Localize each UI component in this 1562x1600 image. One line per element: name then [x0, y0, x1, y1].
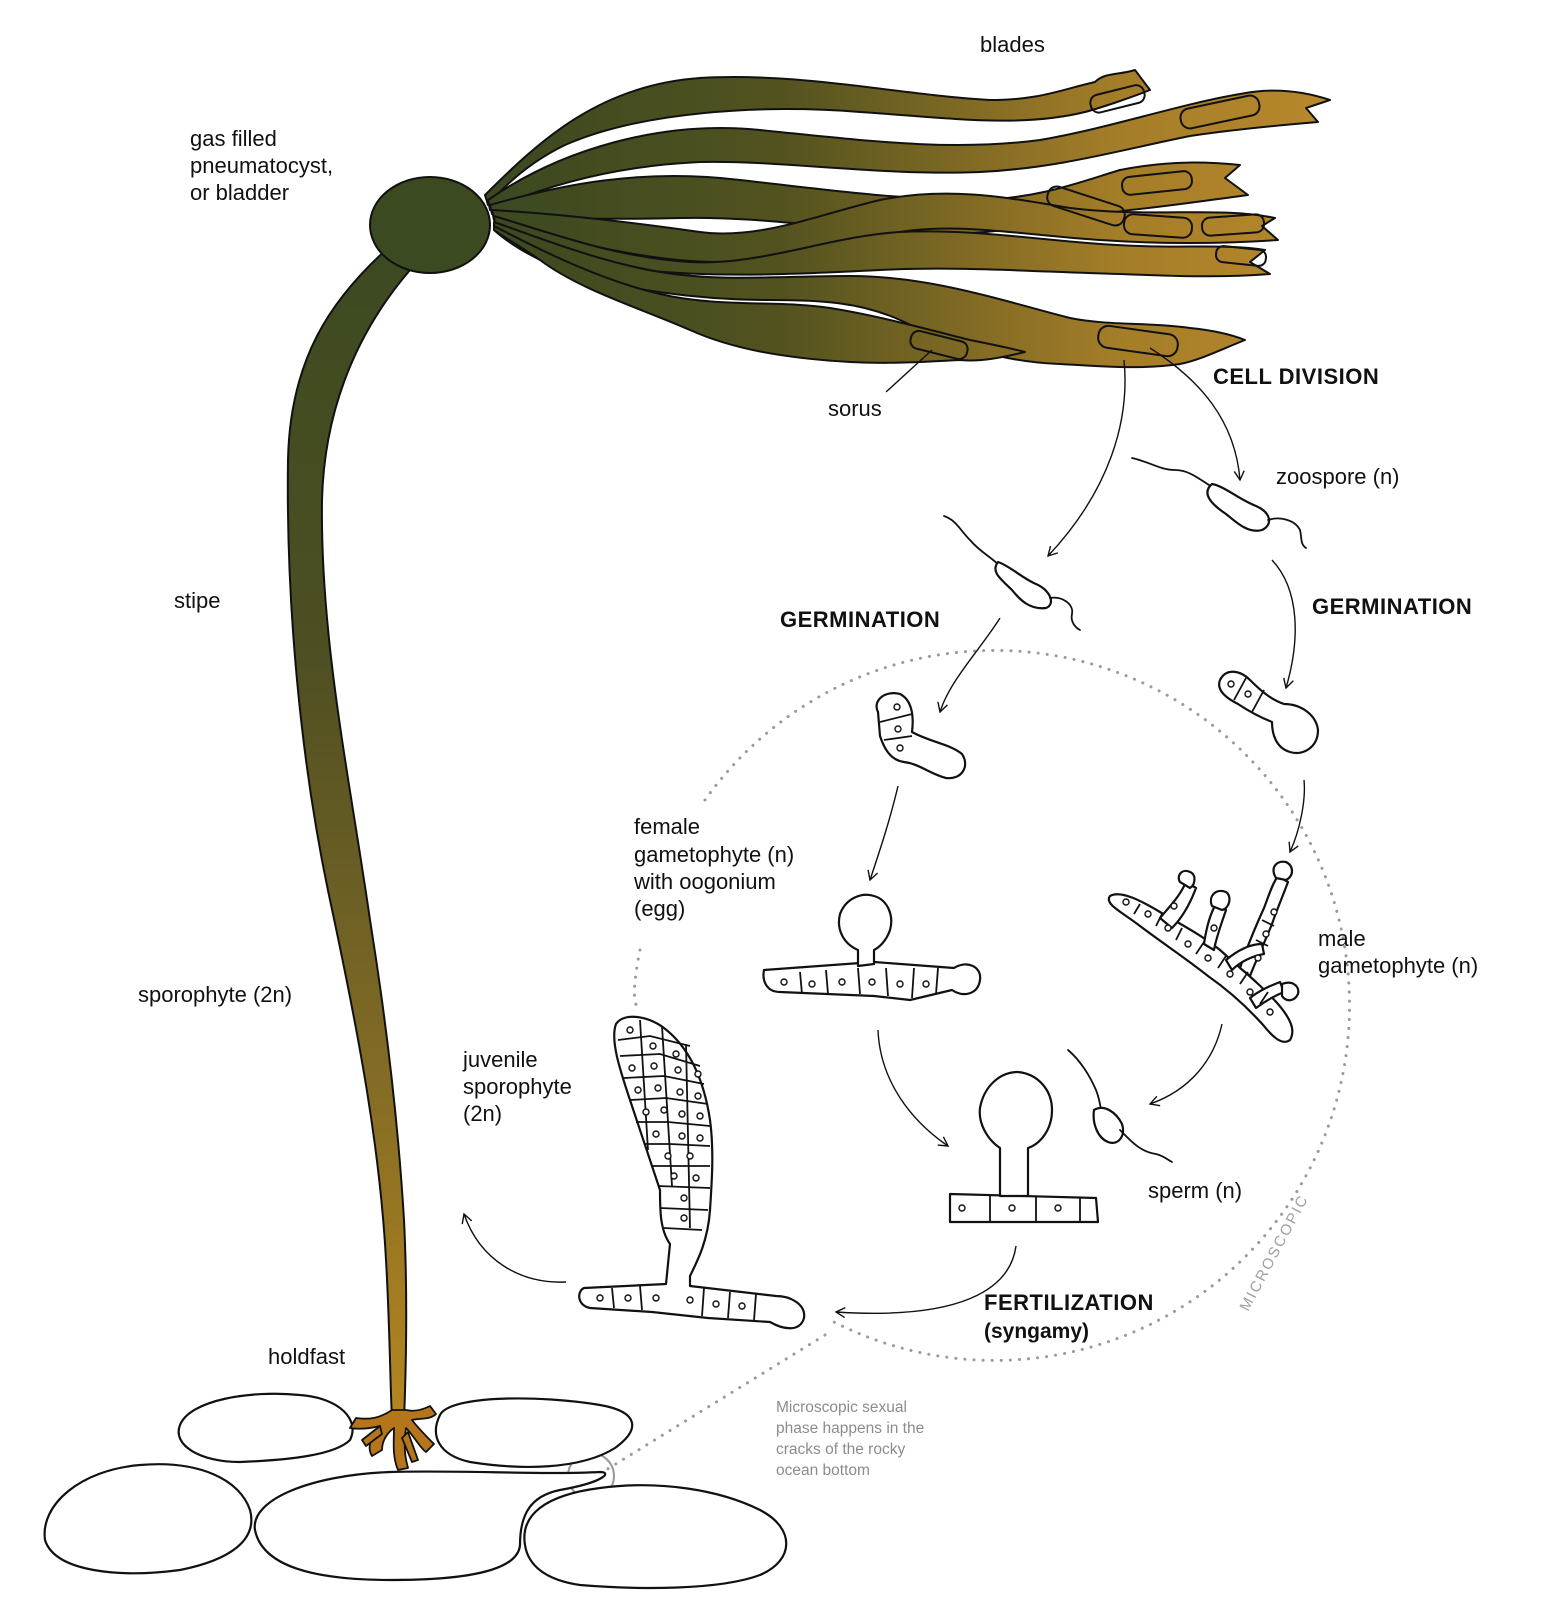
sorus-patch	[1089, 84, 1146, 114]
label-female-gametophyte: female gametophyte (n) with oogonium (eg…	[633, 814, 800, 921]
stipe-shape	[286, 246, 412, 1421]
germinated-spore-left	[875, 692, 967, 780]
label-sorus: sorus	[828, 396, 882, 421]
sorus-patch	[1179, 94, 1261, 130]
germinated-spore-right	[1218, 670, 1320, 755]
sori	[909, 84, 1268, 361]
label-zoospore: zoospore (n)	[1276, 464, 1400, 489]
blade	[493, 215, 1271, 278]
blade	[493, 221, 1246, 369]
rock	[253, 1470, 607, 1582]
rock	[177, 1392, 354, 1464]
microscopic-label: MICROSCOPIC	[1237, 1192, 1313, 1314]
sperm-cell	[1067, 1049, 1173, 1163]
blade	[493, 225, 1026, 364]
stage-germination-left: GERMINATION	[780, 607, 940, 632]
fertilization-egg	[948, 1070, 1100, 1224]
blade	[487, 89, 1331, 211]
label-blades: blades	[980, 32, 1045, 57]
rock	[523, 1484, 788, 1590]
sorus-patch	[909, 329, 969, 361]
label-sporophyte: sporophyte (2n)	[138, 982, 292, 1007]
cycle-arrows	[461, 347, 1306, 1319]
sorus-patch	[1046, 185, 1126, 227]
rock	[434, 1397, 634, 1468]
label-male-gametophyte: male gametophyte (n)	[1318, 926, 1478, 978]
male-gametophyte	[1107, 860, 1300, 1043]
zoospore-left	[943, 515, 1081, 631]
ocean-floor-rocks	[43, 1392, 788, 1590]
stage-germination-right: GERMINATION	[1312, 594, 1472, 619]
label-holdfast: holdfast	[268, 1344, 345, 1369]
stage-fertilization-sub: (syngamy)	[984, 1320, 1089, 1343]
sorus-patch	[1121, 170, 1193, 196]
sorus-patch	[1214, 245, 1268, 267]
blade	[484, 69, 1151, 206]
kelp-blades	[484, 69, 1331, 369]
label-juvenile-sporophyte: juvenile sporophyte (2n)	[462, 1047, 578, 1126]
stage-fertilization: FERTILIZATION	[984, 1290, 1154, 1315]
juvenile-sporophyte-figure	[578, 1015, 806, 1330]
label-bladder: gas filled pneumatocyst, or bladder	[190, 126, 339, 205]
zoospore-right	[1131, 457, 1307, 549]
female-gametophyte	[762, 893, 982, 1002]
sorus-leader	[885, 349, 933, 393]
stage-cell-division: CELL DIVISION	[1213, 364, 1379, 389]
rock	[43, 1463, 253, 1575]
label-stipe: stipe	[174, 588, 220, 613]
sorus-patch	[1200, 213, 1266, 237]
note-microscopic-phase: Microscopic sexual phase happens in the …	[776, 1399, 929, 1479]
holdfast-shape	[349, 1405, 437, 1471]
sorus-patch	[1097, 324, 1179, 358]
sorus-patch	[1122, 213, 1194, 239]
label-sperm: sperm (n)	[1148, 1178, 1242, 1203]
pneumatocyst-bladder	[369, 176, 491, 274]
